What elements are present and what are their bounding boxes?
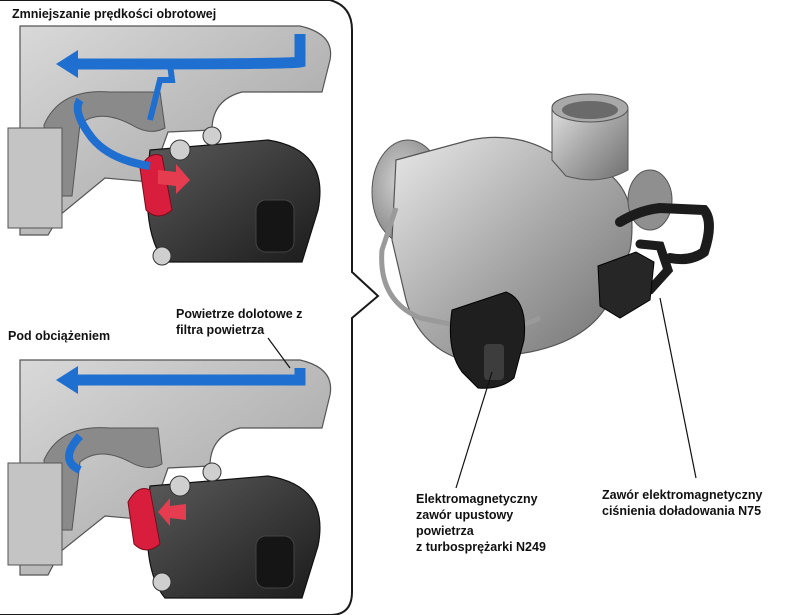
n75-valve-label: Zawór elektromagnetyczny ciśnienia doład… (602, 487, 762, 519)
n249-label-line-1: Elektromagnetyczny (416, 492, 538, 506)
air-flow-arrowhead-bottom (56, 366, 78, 394)
actuator-top (146, 126, 321, 266)
leader-line-n249 (455, 371, 493, 489)
actuator-bottom (146, 462, 321, 599)
n249-label-line-4: z turbosprężarki N249 (416, 540, 546, 554)
valve-n75-body (597, 251, 655, 319)
valve-disc-top (139, 154, 173, 217)
overrun-title: Zmniejszanie prędkości obrotowej (12, 7, 217, 21)
air-intake-label-line-1: Powietrze dolotowe z (176, 307, 303, 321)
leader-line-n75 (659, 297, 697, 479)
n249-label-line-3: powietrza (416, 524, 474, 538)
bypass-flow-arrow-top-2 (147, 63, 176, 121)
air-intake-label-line-2: filtra powietrza (176, 323, 265, 337)
wastegate-actuator (627, 169, 673, 231)
n249-label-line-2: zawór upustowy (416, 508, 514, 522)
valve-n249-body (449, 291, 526, 389)
air-flow-arrowhead-top (56, 50, 78, 78)
valve-motion-arrow-top (158, 164, 190, 194)
valve-cutaway-load (7, 359, 332, 599)
flange-top (7, 127, 63, 229)
bypass-flow-arrow-top (73, 97, 151, 170)
n75-label-line-1: Zawór elektromagnetyczny (602, 488, 763, 502)
valve-motion-arrow-bottom (158, 498, 186, 526)
turbocharger-illustration (371, 93, 714, 389)
valve-disc-bottom (127, 488, 161, 551)
leader-line-air-intake (267, 337, 291, 369)
n249-valve-label: Elektromagnetyczny zawór upustowy powiet… (416, 491, 546, 555)
air-flow-arrow-top (70, 34, 306, 70)
bypass-flow-arrow-bottom (65, 433, 84, 474)
bypass-channel-bottom (43, 427, 163, 531)
vacuum-hose (615, 202, 714, 265)
bypass-channel-top (43, 91, 166, 197)
valve-cutaway-overrun (7, 25, 332, 266)
air-intake-label: Powietrze dolotowe z filtra powietrza (176, 306, 302, 338)
air-flow-arrow-bottom (70, 368, 306, 386)
n75-label-line-2: ciśnienia doładowania N75 (602, 504, 762, 518)
load-title: Pod obciążeniem (8, 329, 111, 343)
flange-bottom (7, 462, 63, 566)
